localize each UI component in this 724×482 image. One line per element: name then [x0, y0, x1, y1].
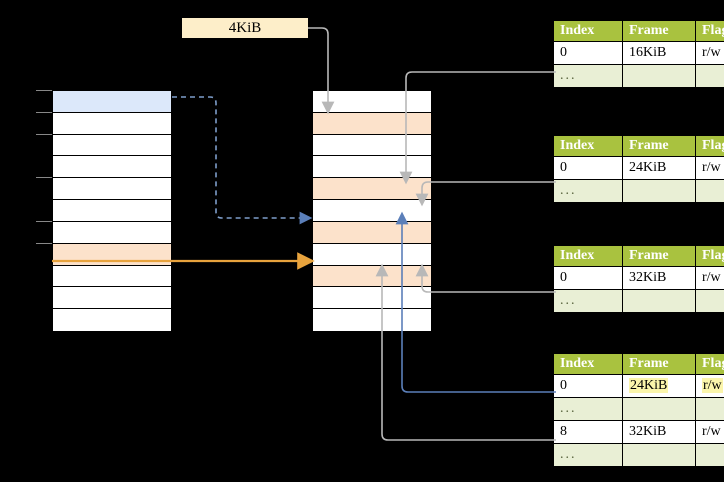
- cell-frame: 24KiB: [622, 374, 696, 398]
- virtual-page-row: [53, 91, 171, 113]
- table-row: ...: [553, 179, 724, 203]
- column-header-index: Index: [553, 135, 623, 157]
- table-header-row: IndexFrameFlags: [553, 20, 724, 42]
- physical-frame-row: [313, 112, 431, 135]
- address-tick: [36, 112, 52, 113]
- table-row: ...: [553, 64, 724, 88]
- virtual-address-space-table: [52, 90, 172, 331]
- virtual-page-row: [53, 156, 171, 179]
- address-tick: [36, 90, 52, 91]
- column-header-frame: Frame: [622, 245, 696, 267]
- cell-index: ...: [553, 443, 623, 467]
- cell-index: 0: [553, 41, 623, 65]
- cell-index: 0: [553, 266, 623, 290]
- column-header-frame: Frame: [622, 353, 696, 375]
- column-header-flags: Flags: [695, 20, 724, 42]
- physical-memory-table: [312, 90, 432, 331]
- address-tick: [36, 177, 52, 178]
- column-header-flags: Flags: [695, 353, 724, 375]
- virtual-page-row: [53, 265, 171, 288]
- physical-frame-row: [313, 309, 431, 331]
- table-header-row: IndexFrameFlags: [553, 353, 724, 375]
- cell-flags: [695, 179, 724, 203]
- virtual-page-row: [53, 134, 171, 157]
- virtual-page-row: [53, 112, 171, 135]
- column-header-flags: Flags: [695, 245, 724, 267]
- cell-index: ...: [553, 179, 623, 203]
- cell-flags: [695, 443, 724, 467]
- cell-flags: [695, 289, 724, 313]
- physical-frame-row: [313, 178, 431, 201]
- cell-frame: 32KiB: [622, 420, 696, 444]
- address-tick: [36, 221, 52, 222]
- virtual-page-row: [53, 243, 171, 266]
- address-tick: [36, 243, 52, 244]
- highlighted-value: 24KiB: [629, 378, 669, 393]
- physical-frame-row: [313, 200, 431, 222]
- cell-flags: r/w: [695, 266, 724, 290]
- physical-frame-row: [313, 134, 431, 157]
- cell-index: ...: [553, 64, 623, 88]
- cell-flags: r/w: [695, 374, 724, 398]
- physical-frame-row: [313, 265, 431, 288]
- virtual-page-row: [53, 309, 171, 331]
- physical-frame-row: [313, 243, 431, 266]
- cell-index: 0: [553, 374, 623, 398]
- physical-frame-row: [313, 91, 431, 113]
- page-table-level-3: IndexFrameFlags032KiBr/w...: [553, 245, 724, 313]
- cell-frame: [622, 64, 696, 88]
- table-row: ...: [553, 443, 724, 467]
- column-header-frame: Frame: [622, 135, 696, 157]
- column-header-index: Index: [553, 245, 623, 267]
- cell-flags: r/w: [695, 41, 724, 65]
- cell-flags: r/w: [695, 420, 724, 444]
- virtual-page-row: [53, 287, 171, 310]
- cell-index: 8: [553, 420, 623, 444]
- column-header-index: Index: [553, 20, 623, 42]
- cell-flags: [695, 64, 724, 88]
- cell-frame: 32KiB: [622, 266, 696, 290]
- physical-frame-row: [313, 287, 431, 310]
- column-header-index: Index: [553, 353, 623, 375]
- cell-flags: r/w: [695, 156, 724, 180]
- cell-frame: [622, 289, 696, 313]
- table-row: ...: [553, 397, 724, 421]
- column-header-flags: Flags: [695, 135, 724, 157]
- highlighted-value: r/w: [702, 378, 723, 393]
- column-header-frame: Frame: [622, 20, 696, 42]
- page-table-level-2: IndexFrameFlags024KiBr/w...: [553, 135, 724, 203]
- page-size-label: 4KiB: [182, 18, 308, 38]
- cell-flags: [695, 397, 724, 421]
- cell-index: 0: [553, 156, 623, 180]
- virtual-page-row: [53, 200, 171, 222]
- cell-frame: 24KiB: [622, 156, 696, 180]
- table-header-row: IndexFrameFlags: [553, 245, 724, 267]
- page-table-level-1: IndexFrameFlags016KiBr/w...: [553, 20, 724, 88]
- cell-frame: [622, 397, 696, 421]
- cell-frame: [622, 179, 696, 203]
- virtual-page-row: [53, 178, 171, 201]
- physical-frame-row: [313, 156, 431, 179]
- cell-frame: [622, 443, 696, 467]
- cell-index: ...: [553, 289, 623, 313]
- cell-index: ...: [553, 397, 623, 421]
- table-row: ...: [553, 289, 724, 313]
- physical-frame-row: [313, 221, 431, 244]
- table-header-row: IndexFrameFlags: [553, 135, 724, 157]
- cell-frame: 16KiB: [622, 41, 696, 65]
- address-tick: [36, 134, 52, 135]
- table-row: 0 24KiB r/w: [553, 374, 724, 398]
- virtual-page-row: [53, 221, 171, 244]
- page-table-level-4: IndexFrameFlags024KiBr/w...832KiBr/w...: [553, 353, 724, 467]
